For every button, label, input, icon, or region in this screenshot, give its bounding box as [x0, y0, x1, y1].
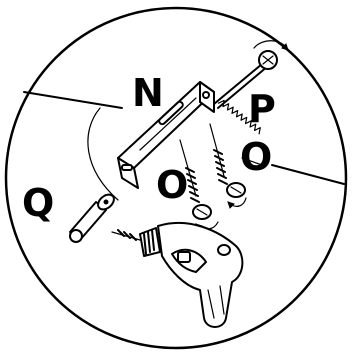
callout-long-screw: P — [248, 87, 276, 131]
callout-wall-screws-second: O — [156, 163, 188, 207]
callout-bracket: N — [132, 71, 164, 115]
callout-wall-anchor: Q — [22, 181, 54, 225]
callout-wall-screws: O — [240, 135, 272, 179]
